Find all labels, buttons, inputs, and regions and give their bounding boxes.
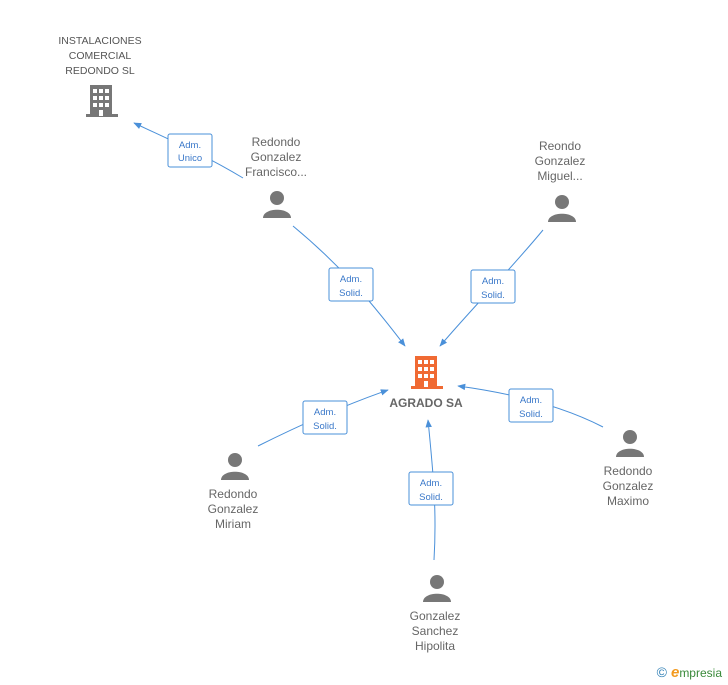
edge-label-francisco-instalaciones: Adm. Unico [167, 133, 213, 168]
brand-logo: ©empresia [657, 664, 722, 681]
svg-text:Maximo: Maximo [607, 494, 649, 508]
person-node-maximo[interactable]: Redondo Gonzalez Maximo [603, 430, 654, 508]
person-node-hipolita[interactable]: Gonzalez Sanchez Hipolita [410, 575, 461, 653]
svg-text:Solid.: Solid. [339, 288, 363, 299]
svg-text:Adm.: Adm. [520, 395, 542, 406]
person-node-miguel[interactable]: Reondo Gonzalez Miguel... [535, 139, 586, 222]
person-icon [423, 575, 451, 602]
svg-text:Redondo: Redondo [604, 464, 653, 478]
svg-text:Gonzalez: Gonzalez [535, 154, 586, 168]
svg-text:Solid.: Solid. [481, 290, 505, 301]
svg-text:Adm.: Adm. [482, 276, 504, 287]
svg-text:Miguel...: Miguel... [537, 169, 582, 183]
svg-text:Gonzalez: Gonzalez [603, 479, 654, 493]
edge-label-miriam-center: Adm. Solid. [302, 400, 348, 435]
svg-text:AGRADO SA: AGRADO SA [389, 396, 463, 410]
svg-text:INSTALACIONES: INSTALACIONES [58, 35, 141, 47]
svg-text:Redondo: Redondo [209, 487, 258, 501]
svg-text:Solid.: Solid. [313, 421, 337, 432]
svg-text:Adm.: Adm. [314, 407, 336, 418]
svg-text:Hipolita: Hipolita [415, 639, 455, 653]
edge-label-hipolita-center: Adm. Solid. [408, 471, 454, 506]
person-icon [263, 191, 291, 218]
svg-text:Adm.: Adm. [179, 140, 201, 151]
svg-text:Adm.: Adm. [340, 274, 362, 285]
svg-text:COMERCIAL: COMERCIAL [69, 50, 132, 62]
brand-initial: e [670, 664, 680, 681]
person-node-miriam[interactable]: Redondo Gonzalez Miriam [208, 453, 259, 531]
svg-text:Miriam: Miriam [215, 517, 251, 531]
svg-text:Solid.: Solid. [419, 492, 443, 503]
building-icon [411, 356, 443, 389]
svg-text:Unico: Unico [178, 153, 202, 164]
company-node-agrado[interactable]: AGRADO SA [389, 356, 463, 410]
svg-text:Gonzalez: Gonzalez [208, 502, 259, 516]
person-icon [548, 195, 576, 222]
svg-text:Redondo: Redondo [252, 135, 301, 149]
svg-text:Francisco...: Francisco... [245, 165, 307, 179]
company-node-instalaciones[interactable]: INSTALACIONES COMERCIAL REDONDO SL [58, 35, 142, 117]
svg-text:Reondo: Reondo [539, 139, 581, 153]
brand-name: mpresia [679, 666, 722, 680]
person-icon [616, 430, 644, 457]
svg-text:Solid.: Solid. [519, 409, 543, 420]
edge-label-maximo-center: Adm. Solid. [508, 388, 554, 423]
svg-text:Gonzalez: Gonzalez [410, 609, 461, 623]
person-node-francisco[interactable]: Redondo Gonzalez Francisco... [245, 135, 307, 218]
edge-label-miguel-center: Adm. Solid. [470, 269, 516, 304]
svg-text:Sanchez: Sanchez [412, 624, 459, 638]
svg-text:Gonzalez: Gonzalez [251, 150, 302, 164]
person-icon [221, 453, 249, 480]
svg-text:REDONDO SL: REDONDO SL [65, 65, 135, 77]
copyright-icon: © [656, 664, 667, 680]
edge-label-francisco-center: Adm. Solid. [328, 267, 374, 302]
building-icon [86, 85, 118, 117]
svg-text:Adm.: Adm. [420, 478, 442, 489]
